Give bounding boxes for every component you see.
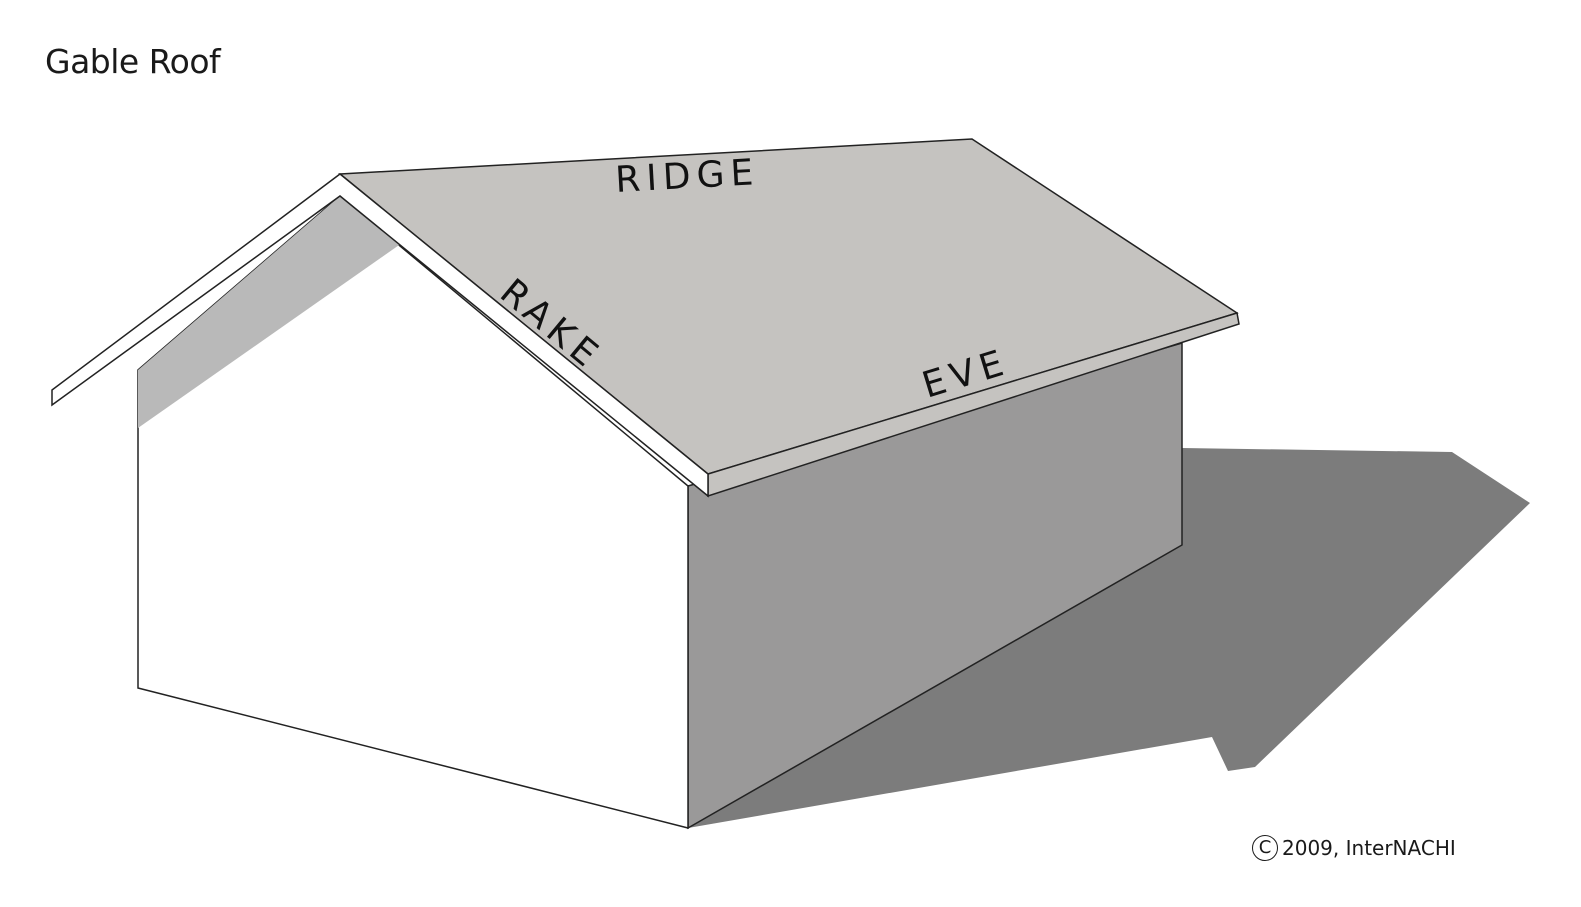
ridge-label: RIDGE — [614, 152, 760, 201]
diagram-title: Gable Roof — [45, 42, 221, 81]
rake-board — [51, 173, 709, 498]
copyright-text: 2009, InterNACHI — [1282, 836, 1456, 860]
copyright-icon: C — [1252, 835, 1278, 861]
overhang-shadow — [138, 196, 402, 428]
copyright-notice: C 2009, InterNACHI — [1252, 835, 1456, 861]
ground-shadow — [688, 448, 1530, 828]
